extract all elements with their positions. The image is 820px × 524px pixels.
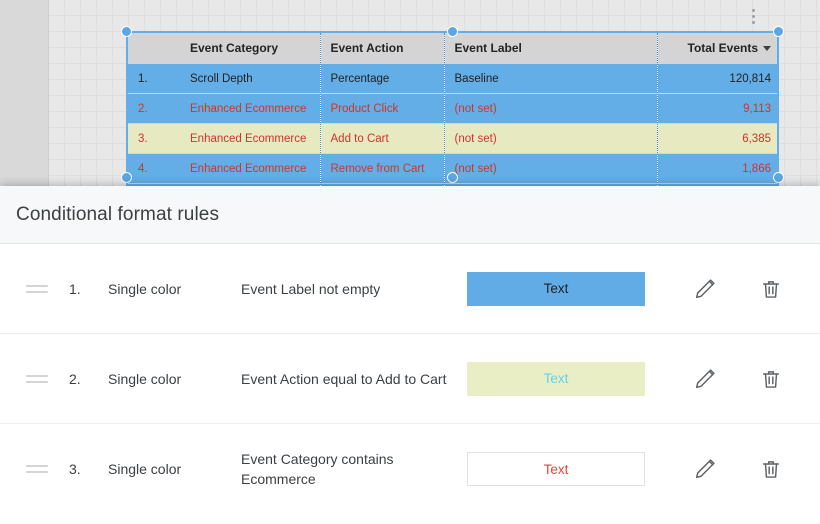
events-table: Event Category Event Action Event Label … [128, 33, 777, 189]
edit-rule-icon[interactable] [692, 456, 718, 482]
column-header-event-label[interactable]: Event Label [444, 33, 658, 64]
report-canvas: Event Category Event Action Event Label … [0, 0, 820, 192]
drag-handle-bar [26, 465, 48, 467]
sort-descending-icon[interactable] [763, 46, 771, 52]
kebab-dot [751, 14, 755, 18]
drag-handle-bar [26, 380, 48, 383]
kebab-dot [751, 20, 755, 24]
cell-index: 4. [128, 153, 180, 184]
selection-handle-top-middle[interactable] [447, 26, 458, 37]
cell-event-action: Add to Cart [320, 123, 445, 154]
rule-actions [645, 276, 802, 302]
delete-rule-icon[interactable] [758, 276, 784, 302]
column-header-total-events-label: Total Events [687, 41, 758, 55]
rule-preview-text: Text [543, 461, 569, 477]
drag-handle-icon[interactable] [26, 284, 52, 293]
cell-event-category: Scroll Depth [180, 63, 321, 94]
rule-actions [645, 456, 802, 482]
cell-total-events: 1,866 [657, 153, 777, 184]
cell-event-category: Enhanced Ecommerce [180, 153, 321, 184]
rule-preview-swatch[interactable]: Text [467, 452, 645, 486]
drag-handle-bar [26, 471, 48, 473]
drag-handle-bar [26, 290, 48, 293]
drag-handle-bar [26, 374, 48, 377]
rule-preview-text: Text [543, 371, 569, 386]
cell-event-category: Enhanced Ecommerce [180, 123, 321, 154]
selection-handle-top-left[interactable] [121, 26, 132, 37]
rule-row: 2. Single color Event Action equal to Add … [0, 334, 820, 424]
cell-event-action: Percentage [320, 63, 445, 94]
column-header-index[interactable] [128, 33, 180, 64]
rule-actions [645, 366, 802, 392]
rule-description: Event Label not empty [241, 280, 381, 297]
selection-handle-bottom-left[interactable] [121, 172, 132, 183]
more-options-icon[interactable] [744, 4, 762, 28]
delete-rule-icon[interactable] [758, 366, 784, 392]
cell-event-category: Enhanced Ecommerce [180, 93, 321, 124]
cell-event-label: (not set) [444, 153, 658, 184]
table-header-row: Event Category Event Action Event Label … [128, 33, 777, 64]
column-header-total-events[interactable]: Total Events [657, 33, 777, 64]
selection-handle-bottom-right[interactable] [773, 172, 784, 183]
edit-rule-icon[interactable] [692, 366, 718, 392]
drag-handle-bar [26, 284, 48, 287]
selection-handle-top-right[interactable] [773, 26, 784, 37]
rule-row: 3. Single color Event Category contains Ec… [0, 424, 820, 514]
cell-index: 1. [128, 63, 180, 94]
rule-description: Event Action equal to Add to Cart [241, 370, 447, 387]
rule-type: Single color [108, 370, 182, 387]
left-rail-panel [0, 0, 49, 192]
rule-type: Single color [108, 461, 182, 477]
selection-handle-bottom-middle[interactable] [447, 172, 458, 183]
rule-number: 1. [69, 280, 81, 297]
cell-event-action: Product Click [320, 93, 445, 124]
cell-total-events: 6,385 [657, 123, 777, 154]
dialog-title: Conditional format rules [16, 203, 220, 225]
cell-total-events: 9,113 [657, 93, 777, 124]
cell-event-label: Baseline [444, 63, 658, 94]
rule-preview-text: Text [543, 281, 569, 296]
rule-row: 1. Single color Event Label not empty Text [0, 244, 820, 334]
rule-number: 3. [69, 461, 81, 477]
drag-handle-icon[interactable] [26, 465, 52, 473]
data-table-widget[interactable]: Event Category Event Action Event Label … [126, 31, 779, 191]
cell-event-label: (not set) [444, 93, 658, 124]
rule-description: Event Category contains Ecommerce [241, 451, 394, 487]
cell-total-events: 120,814 [657, 63, 777, 94]
cell-event-action: Remove from Cart [320, 153, 445, 184]
rule-preview-swatch[interactable]: Text [467, 361, 645, 396]
rule-type: Single color [108, 280, 182, 297]
rule-preview-swatch[interactable]: Text [467, 271, 645, 306]
cell-index: 3. [128, 123, 180, 154]
column-header-event-category[interactable]: Event Category [180, 33, 321, 64]
kebab-dot [751, 8, 755, 12]
delete-rule-icon[interactable] [758, 456, 784, 482]
rule-number: 2. [69, 370, 81, 387]
drag-handle-icon[interactable] [26, 374, 52, 383]
dialog-header: Conditional format rules [0, 186, 820, 244]
edit-rule-icon[interactable] [692, 276, 718, 302]
cell-event-label: (not set) [444, 123, 658, 154]
cell-index: 2. [128, 93, 180, 124]
column-header-event-action[interactable]: Event Action [320, 33, 445, 64]
